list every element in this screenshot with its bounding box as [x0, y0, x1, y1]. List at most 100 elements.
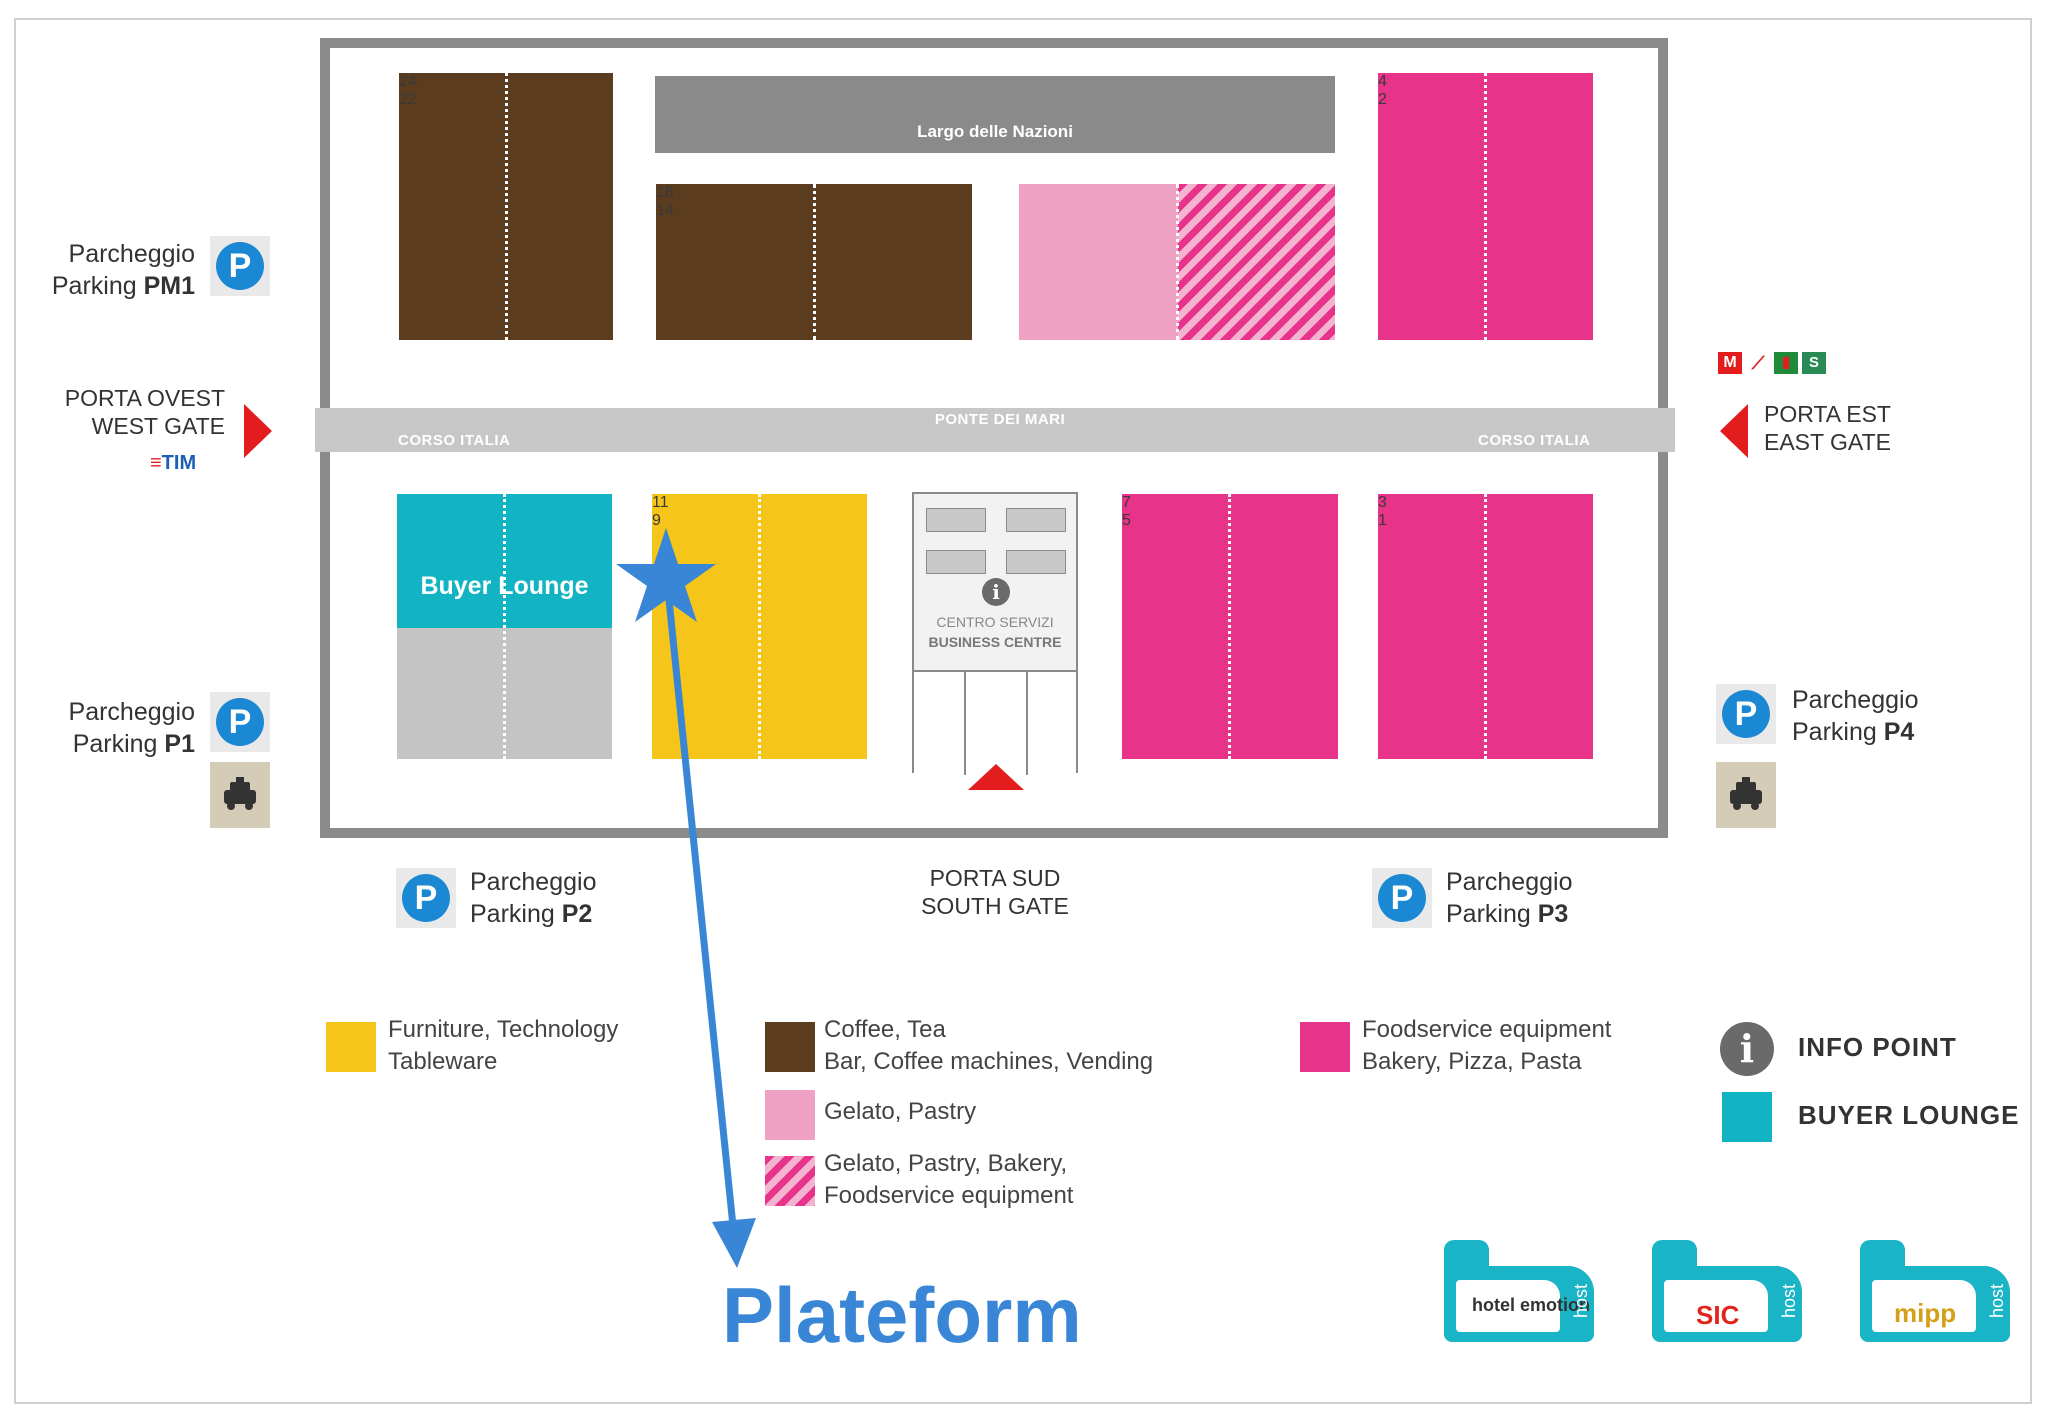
info-point-icon: i [1720, 1022, 1774, 1076]
taxi-icon [210, 762, 270, 828]
parking-p4-label: Parcheggio Parking P4 [1792, 684, 1918, 748]
parking-it: Parcheggio [1446, 868, 1573, 896]
map-frame [14, 18, 2032, 1404]
hall-3-1[interactable]: 3 1 [1378, 494, 1593, 759]
parking-code: P2 [561, 900, 593, 928]
room [926, 508, 986, 532]
east-gate-label: PORTA EST EAST GATE [1764, 400, 1891, 456]
hall-number: 9 [652, 512, 661, 529]
plaza-largo-delle-nazioni: Largo delle Nazioni [655, 76, 1335, 153]
parking-en: Parking [1446, 900, 1531, 928]
parking-icon[interactable]: P [1716, 684, 1776, 744]
hall-number: 11 [652, 494, 669, 511]
hall-24-22[interactable]: 24 22 [399, 73, 613, 340]
parking-code: P3 [1537, 900, 1569, 928]
gate-en: EAST GATE [1764, 429, 1891, 455]
annotation-arrow-line [664, 589, 737, 1227]
parking-code: PM1 [143, 272, 195, 300]
gate-it: PORTA SUD [929, 865, 1061, 891]
legend-gelato: Gelato, Pastry [824, 1098, 977, 1125]
road-label-left: CORSO ITALIA [398, 432, 511, 449]
hall-15-13[interactable]: 15 13 Buyer Lounge [397, 494, 612, 759]
train-icon: ⟋ [1746, 352, 1770, 374]
south-gate-arrow-icon [968, 764, 1024, 790]
annotation-arrowhead-icon [712, 1218, 756, 1268]
east-gate-arrow-icon [1720, 404, 1748, 458]
gate-en: WEST GATE [91, 413, 225, 439]
hall-number: 14 [656, 202, 674, 219]
parking-it: Parcheggio [68, 698, 195, 726]
parking-icon[interactable]: P [1372, 868, 1432, 928]
hall-18-14[interactable]: 18 14 [656, 184, 972, 340]
tim-logo: ≡TIM [150, 452, 197, 474]
parking-icon[interactable]: P [210, 236, 270, 296]
hall-number: 18 [656, 184, 674, 201]
hall-4-2[interactable]: 4 2 [1378, 73, 1593, 340]
hall-number: 7 [1122, 494, 1131, 511]
logo-brand: SIC [1696, 1300, 1740, 1330]
buyer-lounge-label: Buyer Lounge [420, 572, 589, 600]
hall-6-area [1178, 184, 1335, 340]
gate-en: SOUTH GATE [921, 893, 1069, 919]
business-centre-label-it: CENTRO SERVIZI [936, 614, 1054, 630]
legend-swatch-coffee [765, 1022, 815, 1072]
hall-number: 5 [1122, 512, 1131, 529]
hall-number: 22 [399, 91, 417, 108]
business-centre[interactable]: i CENTRO SERVIZI BUSINESS CENTRE [912, 492, 1078, 775]
legend-coffee: Coffee, Tea Bar, Coffee machines, Vendin… [824, 1016, 1154, 1075]
business-centre-entrance [914, 670, 1076, 775]
legend-gelato-bakery: Gelato, Pastry, Bakery, Foodservice equi… [824, 1150, 1074, 1209]
hall-number: 3 [1378, 494, 1387, 511]
hall-10-6[interactable]: 10 6 [1019, 184, 1335, 340]
parking-code: P4 [1883, 718, 1915, 746]
room [1006, 508, 1066, 532]
legend-buyer-lounge: BUYER LOUNGE [1798, 1100, 2020, 1130]
hall-7-5[interactable]: 7 5 [1122, 494, 1338, 759]
parking-en: Parking [72, 730, 158, 758]
suburban-train-icon: S [1802, 352, 1826, 374]
taxi-icon [1716, 762, 1776, 828]
metro-icon: M [1718, 352, 1742, 374]
logo-brand: mipp [1894, 1298, 1957, 1328]
annotation-label: Plateform [722, 1271, 1082, 1359]
plaza-label: Largo delle Nazioni [917, 122, 1073, 141]
legend-swatch-buyer-lounge [1722, 1092, 1772, 1142]
parking-en: Parking [1792, 718, 1877, 746]
sponsor-text: TIM [161, 452, 197, 474]
regional-train-icon: ▮ [1774, 352, 1798, 374]
parking-icon[interactable]: P [210, 692, 270, 752]
parking-icon[interactable]: P [396, 868, 456, 928]
parking-code: P1 [164, 730, 195, 758]
legend-foodservice: Foodservice equipment Bakery, Pizza, Pas… [1362, 1016, 1612, 1075]
hall-number: 4 [1378, 73, 1387, 90]
parking-it: Parcheggio [470, 868, 597, 896]
hall-10-area [1019, 184, 1178, 340]
legend-furniture: Furniture, Technology Tableware [388, 1016, 619, 1075]
room [926, 550, 986, 574]
parking-p2-label: Parcheggio Parking P2 [470, 866, 596, 930]
logo-hotel-emotion: hotel emotion host [1444, 1240, 1594, 1342]
legend-swatch-furniture [326, 1022, 376, 1072]
legend-swatch-gelato-bakery [765, 1156, 815, 1206]
logo-brand: hotel emotion [1472, 1295, 1590, 1315]
legend-swatch-gelato [765, 1090, 815, 1140]
annotation-star-icon [616, 528, 716, 622]
parking-p3-label: Parcheggio Parking P3 [1446, 866, 1572, 930]
transport-icons: M ⟋ ▮ S [1718, 352, 1826, 374]
info-icon: i [982, 578, 1010, 606]
road-label-right: CORSO ITALIA [1478, 432, 1591, 449]
road-label-main: PONTE DEI MARI [934, 411, 1066, 428]
parking-pm1-label: Parcheggio Parking PM1 [40, 238, 195, 302]
road-ponte-dei-mari [315, 408, 1675, 452]
logo-mipp: mipp host [1860, 1240, 2010, 1342]
parking-en: Parking [470, 900, 555, 928]
hall-11-9[interactable]: 11 9 [652, 494, 867, 759]
west-gate-label: PORTA OVEST WEST GATE [40, 384, 225, 440]
parking-en: Parking [51, 272, 137, 300]
gate-it: PORTA OVEST [64, 385, 225, 411]
west-gate-arrow-icon [244, 404, 272, 458]
room [1006, 550, 1066, 574]
parking-it: Parcheggio [68, 240, 195, 268]
business-centre-label-en: BUSINESS CENTRE [928, 634, 1062, 650]
